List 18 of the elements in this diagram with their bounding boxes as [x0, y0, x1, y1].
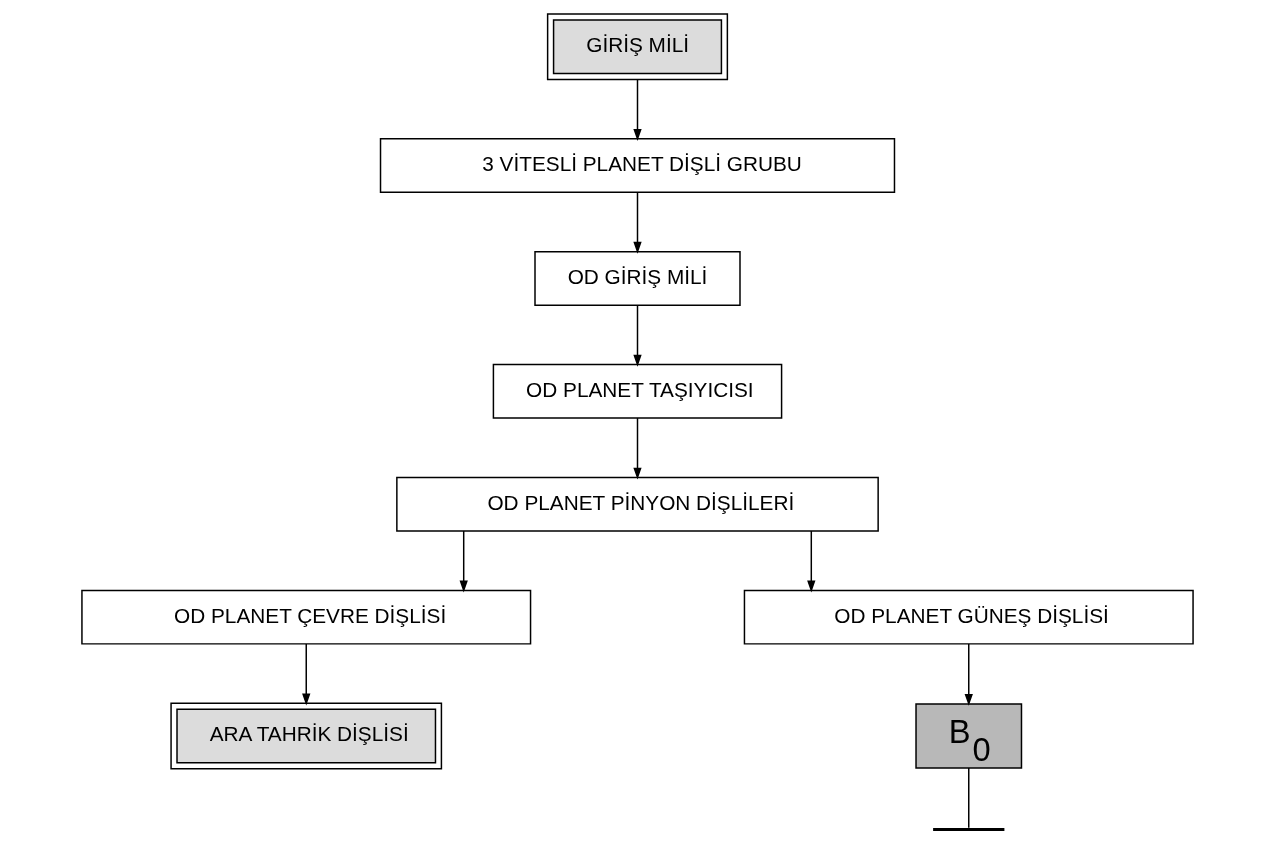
- arrow: [301, 643, 310, 706]
- arrow: [632, 191, 642, 254]
- arrow: [806, 530, 815, 593]
- arrow: [459, 530, 468, 593]
- node-box: GİRİŞ MİLİ: [546, 13, 728, 81]
- arrow: [632, 304, 642, 367]
- node-box: 3 VİTESLİ PLANET DİŞLİ GRUBU: [379, 138, 895, 194]
- node-box: OD GİRİŞ MİLİ: [533, 250, 741, 306]
- node-box: OD PLANET TAŞIYICISI: [492, 363, 782, 419]
- node-ground: [932, 828, 1004, 832]
- node-box: OD PLANET PİNYON DİŞLİLERİ: [395, 476, 879, 532]
- node-box: ARA TAHRİK DİŞLİSİ: [169, 702, 442, 770]
- arrow: [632, 417, 642, 480]
- connector: [967, 767, 969, 829]
- node-box: OD PLANET GÜNEŞ DİŞLİSİ: [743, 589, 1194, 645]
- arrow: [964, 643, 973, 706]
- arrow: [632, 79, 642, 141]
- node-box: OD PLANET ÇEVRE DİŞLİSİ: [80, 589, 531, 645]
